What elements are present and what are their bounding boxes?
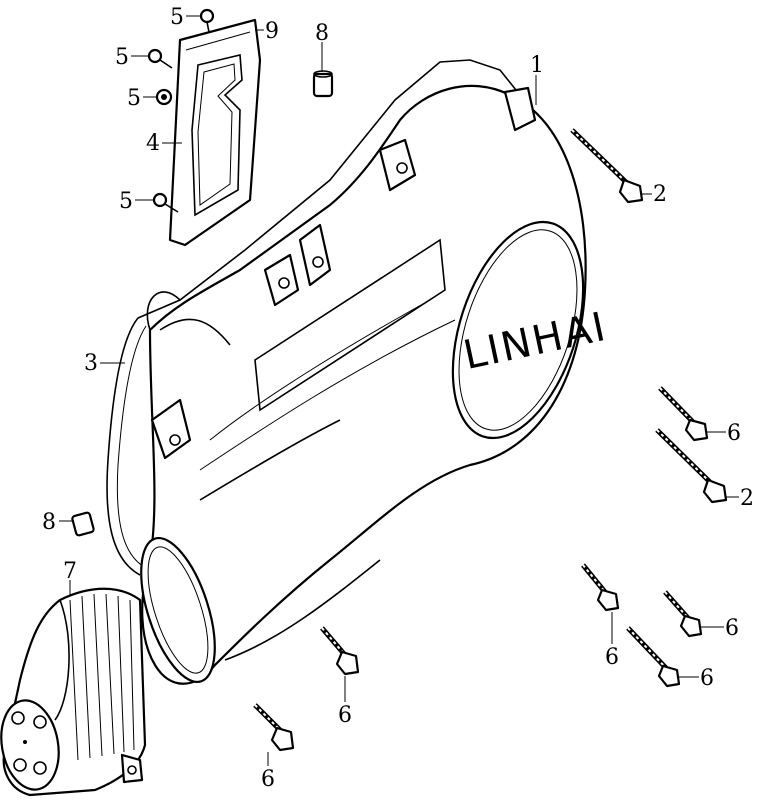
bolt-lower — [655, 428, 728, 504]
bolt-bottom-2 — [253, 703, 295, 752]
callout-6-bottom-1: 6 — [338, 703, 352, 728]
callout-2-upper: 2 — [653, 182, 667, 207]
callout-6-right-4: 6 — [700, 666, 714, 691]
bolt-right-4 — [626, 626, 681, 688]
screw-middle-left — [155, 88, 173, 106]
callout-5-upper-left: 5 — [115, 45, 129, 70]
callout-9: 9 — [265, 19, 279, 44]
callout-6-bottom-2: 6 — [261, 767, 275, 792]
dowel-pin-left — [71, 511, 95, 537]
callout-1: 1 — [530, 53, 544, 78]
inspection-plate — [168, 18, 262, 247]
screw-lower-left — [152, 192, 179, 213]
callout-4: 4 — [146, 131, 160, 156]
leader-lines — [59, 15, 739, 766]
callout-2-lower: 2 — [740, 486, 754, 511]
bolt-right-1 — [658, 386, 709, 442]
callout-6-right-1: 6 — [727, 421, 741, 446]
callout-8-left: 8 — [42, 510, 56, 535]
callout-5-middle-left: 5 — [127, 86, 141, 111]
screw-upper-left — [147, 48, 173, 69]
crankcase-cover — [140, 84, 587, 685]
screw-top — [199, 8, 215, 33]
callout-5-lower-left: 5 — [119, 189, 133, 214]
callout-7: 7 — [63, 559, 77, 584]
callout-5-top: 5 — [170, 5, 184, 30]
callout-numbers: 1 2 2 3 4 5 5 5 5 6 6 6 6 6 6 7 8 8 9 — [42, 5, 754, 792]
bolt-right-3 — [663, 590, 703, 638]
callout-6-right-3: 6 — [725, 616, 739, 641]
callout-6-right-2: 6 — [605, 645, 619, 670]
air-duct — [0, 587, 147, 797]
callout-8-top: 8 — [315, 21, 329, 46]
dowel-pin-top — [312, 70, 334, 98]
bolt-bottom-1 — [320, 626, 360, 676]
cover-gasket — [106, 59, 521, 576]
bolt-right-2 — [581, 563, 620, 612]
bolt-upper — [570, 128, 644, 204]
callout-3: 3 — [84, 351, 98, 376]
